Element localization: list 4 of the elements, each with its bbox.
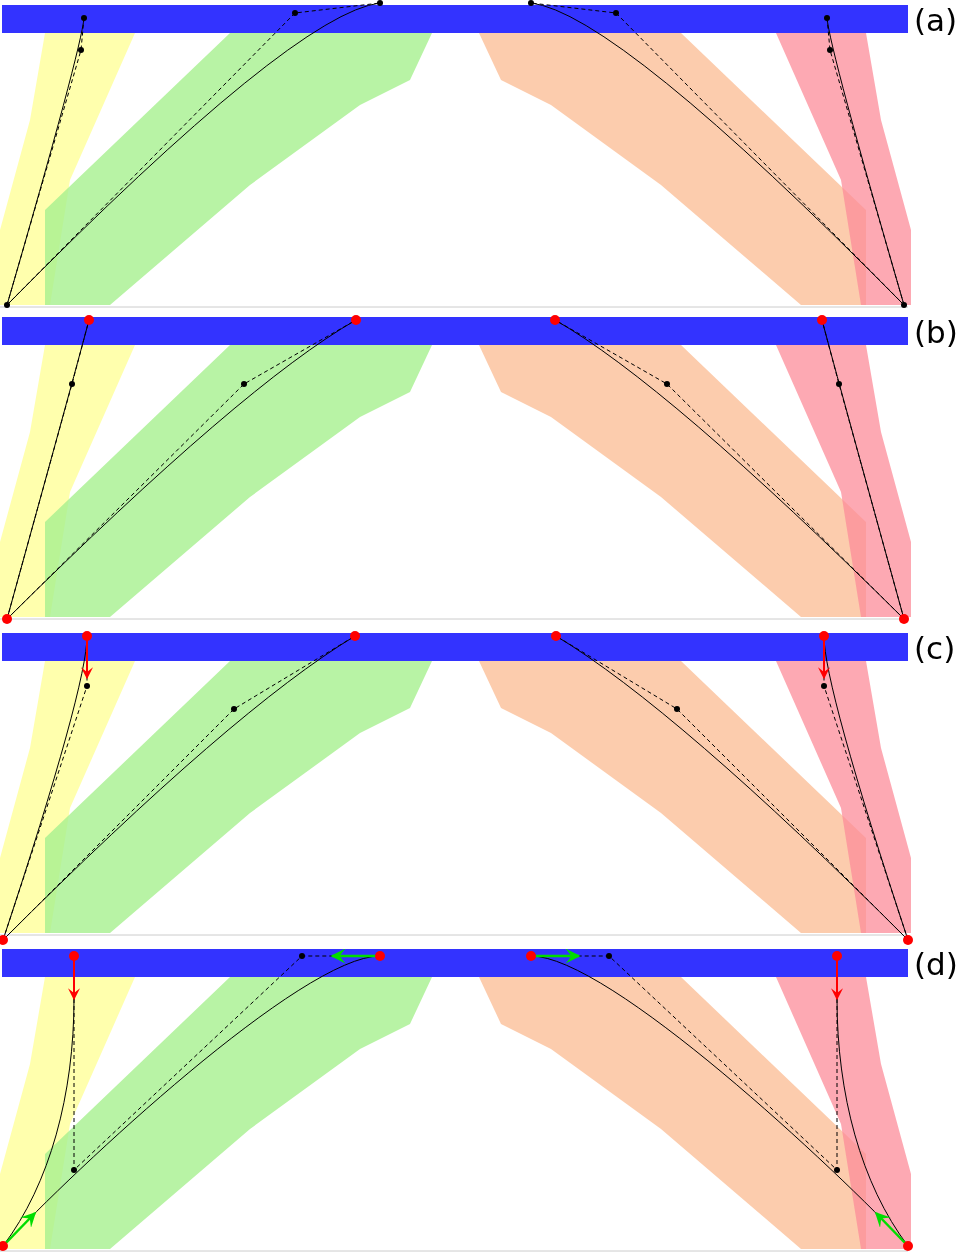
panel-label: (d): [914, 946, 958, 982]
panel-label: (b): [914, 314, 958, 350]
panel-label: (a): [914, 2, 958, 38]
panel-label: (c): [914, 630, 956, 666]
